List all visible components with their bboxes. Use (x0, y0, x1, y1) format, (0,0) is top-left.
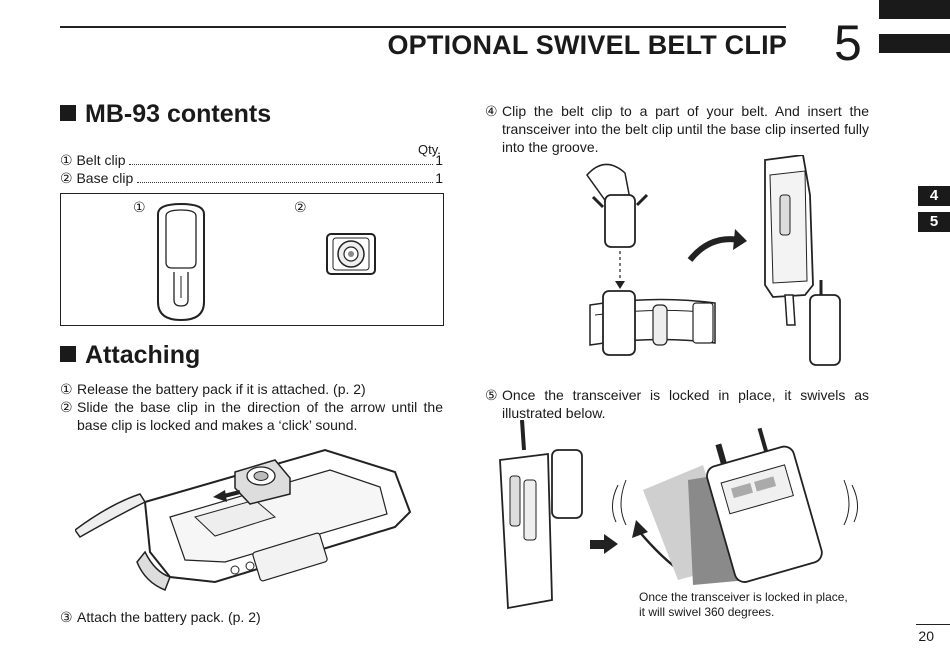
chapter-title: OPTIONAL SWIVEL BELT CLIP (387, 30, 787, 60)
heading-bullet-icon (60, 105, 76, 121)
swivel-caption-line-2: it will swivel 360 degrees. (639, 605, 775, 619)
contents-item: ② Base clip 1 (60, 170, 443, 186)
footer-rule (916, 624, 950, 625)
chapter-tab-bar-bottom (879, 34, 950, 53)
swivel-caption-line-1: Once the transceiver is locked in place, (639, 590, 848, 604)
chapter-number: 5 (834, 15, 862, 71)
step-text: Once the transceiver is locked in place,… (502, 387, 869, 421)
header-rule (60, 26, 786, 28)
belt-mounting-illustration (586, 155, 841, 366)
contents-list: ① Belt clip 1 ② Base clip 1 (60, 152, 443, 187)
side-tab-5[interactable]: 5 (918, 212, 950, 232)
contents-item-qty: 1 (435, 152, 443, 168)
step-text: Release the battery pack if it is attach… (77, 381, 366, 397)
contents-item: ① Belt clip 1 (60, 152, 443, 168)
dot-leader (129, 164, 434, 165)
contents-item-name: Belt clip (76, 152, 126, 168)
page-number: 20 (918, 628, 934, 644)
base-clip-illustration (326, 233, 376, 275)
step-4: ④ Clip the belt clip to a part of your b… (485, 103, 869, 155)
figure-label-belt-clip: ① (133, 199, 146, 215)
side-tab-4[interactable]: 4 (918, 186, 950, 206)
step-2: ② Slide the base clip in the direction o… (60, 399, 443, 433)
contents-figure-box: ① ② (60, 193, 444, 326)
dot-leader (137, 182, 434, 183)
step-text: Clip the belt clip to a part of your bel… (502, 103, 869, 155)
step-text: Slide the base clip in the direction of … (77, 399, 443, 433)
contents-item-qty: 1 (435, 170, 443, 186)
contents-item-name: Base clip (76, 170, 134, 186)
qty-label: Qty. (418, 142, 441, 157)
step-5: ⑤ Once the transceiver is locked in plac… (485, 387, 869, 421)
radio-back-base-clip-illustration (75, 448, 412, 591)
step-3: ③ Attach the battery pack. (p. 2) (60, 608, 443, 628)
step-text: Attach the battery pack. (p. 2) (77, 609, 261, 625)
contents-heading: MB-93 contents (60, 100, 271, 129)
swivel-illustration (499, 420, 858, 610)
belt-clip-illustration (157, 202, 205, 322)
attaching-heading: Attaching (60, 341, 200, 370)
figure-label-base-clip: ② (294, 199, 307, 215)
step-1: ① Release the battery pack if it is atta… (60, 380, 443, 400)
heading-bullet-icon (60, 346, 76, 362)
chapter-tab-bar-top (879, 0, 950, 19)
